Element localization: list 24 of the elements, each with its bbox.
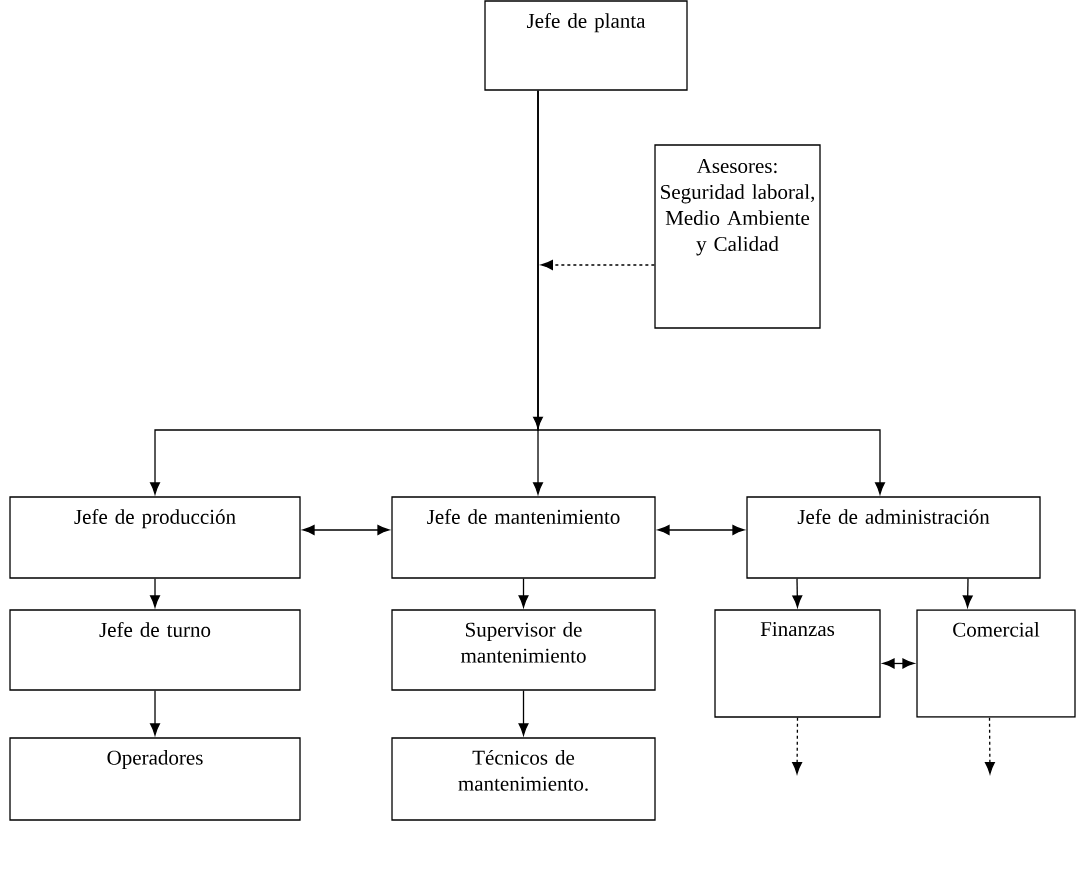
org-box: Jefe de administración [746, 496, 1041, 579]
arrow [540, 260, 655, 270]
org-box: Jefe de mantenimiento [391, 496, 656, 579]
org-box: Técnicos de mantenimiento. [391, 737, 656, 821]
arrow [792, 578, 803, 608]
arrow [984, 717, 995, 775]
arrow [518, 578, 529, 608]
arrow [962, 578, 973, 608]
arrow [518, 690, 529, 736]
org-box: Supervisor de mantenimiento [391, 609, 656, 691]
arrow [150, 690, 160, 736]
org-box: Jefe de planta [484, 0, 688, 91]
arrow [537, 89, 885, 495]
org-box: Jefe de producción [9, 496, 301, 579]
arrow [302, 525, 390, 535]
org-box: Asesores: Seguridad laboral, Medio Ambiente y Calidad [654, 144, 821, 329]
arrow [792, 717, 803, 775]
org-box: Finanzas [714, 609, 881, 718]
arrow [150, 578, 160, 608]
org-box: Comercial [916, 609, 1076, 718]
arrow [882, 658, 915, 669]
org-box: Jefe de turno [9, 609, 301, 691]
org-box: Operadores [9, 737, 301, 821]
arrow [657, 525, 745, 535]
